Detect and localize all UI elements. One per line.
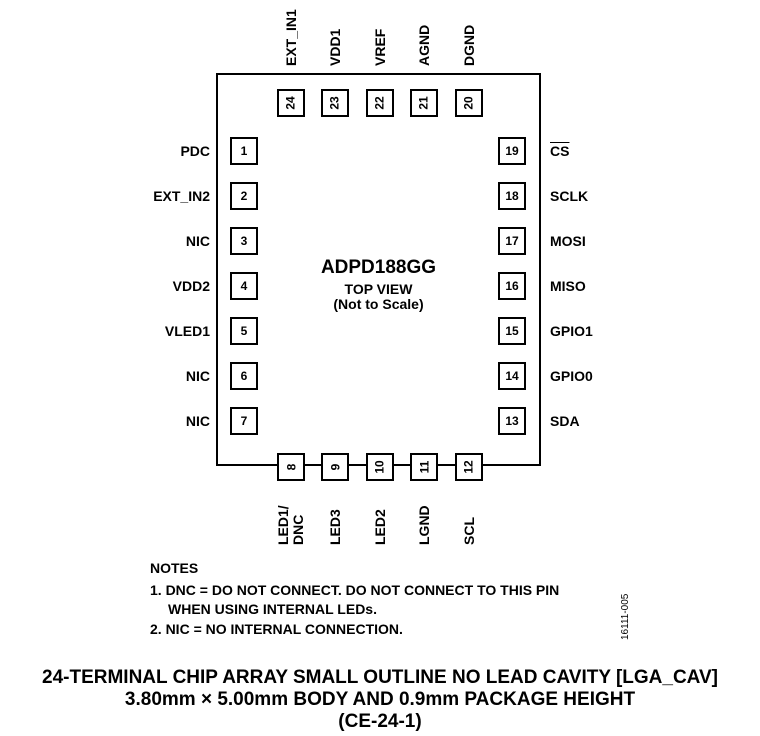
pin-pad-7: 7 bbox=[230, 407, 258, 435]
pin-label-5: VLED1 bbox=[164, 323, 210, 339]
document-id: 16111-005 bbox=[620, 593, 631, 640]
pin-label-15: GPIO1 bbox=[550, 323, 593, 339]
pin-pad-15: 15 bbox=[498, 317, 526, 345]
pin-label-4: VDD2 bbox=[172, 278, 210, 294]
pin-pad-19: 19 bbox=[498, 137, 526, 165]
pin-pad-1: 1 bbox=[230, 137, 258, 165]
pin-pad-18: 18 bbox=[498, 182, 526, 210]
pin-label-2: EXT_IN2 bbox=[153, 188, 210, 204]
pin-label-9: LED3 bbox=[327, 509, 343, 545]
package-title: 24-TERMINAL CHIP ARRAY SMALL OUTLINE NO … bbox=[42, 667, 718, 688]
chip-part-number: ADPD188GG bbox=[320, 257, 437, 278]
pin-label-8-line2: DNC bbox=[290, 514, 306, 545]
pin-pad-17: 17 bbox=[498, 227, 526, 255]
pin-label-16: MISO bbox=[550, 278, 586, 294]
pin-label-13: SDA bbox=[550, 413, 580, 429]
note-2: 2. NIC = NO INTERNAL CONNECTION. bbox=[150, 621, 403, 637]
pin-pad-2: 2 bbox=[230, 182, 258, 210]
chip-view-label: TOP VIEW bbox=[344, 281, 413, 297]
pin-pad-8: 8 bbox=[277, 453, 305, 481]
pin-pad-9: 9 bbox=[321, 453, 349, 481]
pin-label-22: VREF bbox=[372, 28, 388, 66]
pin-label-6: NIC bbox=[185, 368, 210, 384]
chip-package-outline bbox=[216, 73, 541, 466]
pin-label-19: CS bbox=[550, 143, 570, 159]
pin-pad-16: 16 bbox=[498, 272, 526, 300]
pin-label-24: EXT_IN1 bbox=[283, 9, 299, 66]
pin-label-14: GPIO0 bbox=[550, 368, 593, 384]
pin-pad-21: 21 bbox=[410, 89, 438, 117]
pin-pad-3: 3 bbox=[230, 227, 258, 255]
pin-label-3: NIC bbox=[185, 233, 210, 249]
pin-pad-6: 6 bbox=[230, 362, 258, 390]
pin-pad-5: 5 bbox=[230, 317, 258, 345]
pin-pad-23: 23 bbox=[321, 89, 349, 117]
pin-label-1: PDC bbox=[180, 143, 210, 159]
pin-pad-13: 13 bbox=[498, 407, 526, 435]
pin-label-7: NIC bbox=[185, 413, 210, 429]
pin-label-17: MOSI bbox=[550, 233, 586, 249]
package-dimensions: 3.80mm × 5.00mm BODY AND 0.9mm PACKAGE H… bbox=[124, 689, 636, 710]
pin-label-18: SCLK bbox=[550, 188, 589, 204]
pin-label-23: VDD1 bbox=[327, 28, 343, 66]
pin-label-21: AGND bbox=[416, 24, 432, 66]
note-1-line-1: 1. DNC = DO NOT CONNECT. DO NOT CONNECT … bbox=[150, 582, 560, 598]
chip-scale-note: (Not to Scale) bbox=[333, 296, 424, 312]
pin-pad-22: 22 bbox=[366, 89, 394, 117]
pin-pad-12: 12 bbox=[455, 453, 483, 481]
pin-label-12: SCL bbox=[461, 517, 477, 545]
pin-pad-10: 10 bbox=[366, 453, 394, 481]
note-1-line-2: WHEN USING INTERNAL LEDs. bbox=[168, 601, 377, 617]
pin-label-20: DGND bbox=[461, 24, 477, 66]
pin-pad-4: 4 bbox=[230, 272, 258, 300]
package-code: (CE-24-1) bbox=[338, 711, 422, 732]
pin-pad-11: 11 bbox=[410, 453, 438, 481]
notes-heading: NOTES bbox=[150, 560, 199, 576]
pin-pad-24: 24 bbox=[277, 89, 305, 117]
pin-pad-20: 20 bbox=[455, 89, 483, 117]
pin-label-8-line1: LED1/ bbox=[275, 505, 291, 545]
pin-pad-14: 14 bbox=[498, 362, 526, 390]
pin-label-10: LED2 bbox=[372, 509, 388, 545]
pin-label-11: LGND bbox=[416, 505, 432, 545]
